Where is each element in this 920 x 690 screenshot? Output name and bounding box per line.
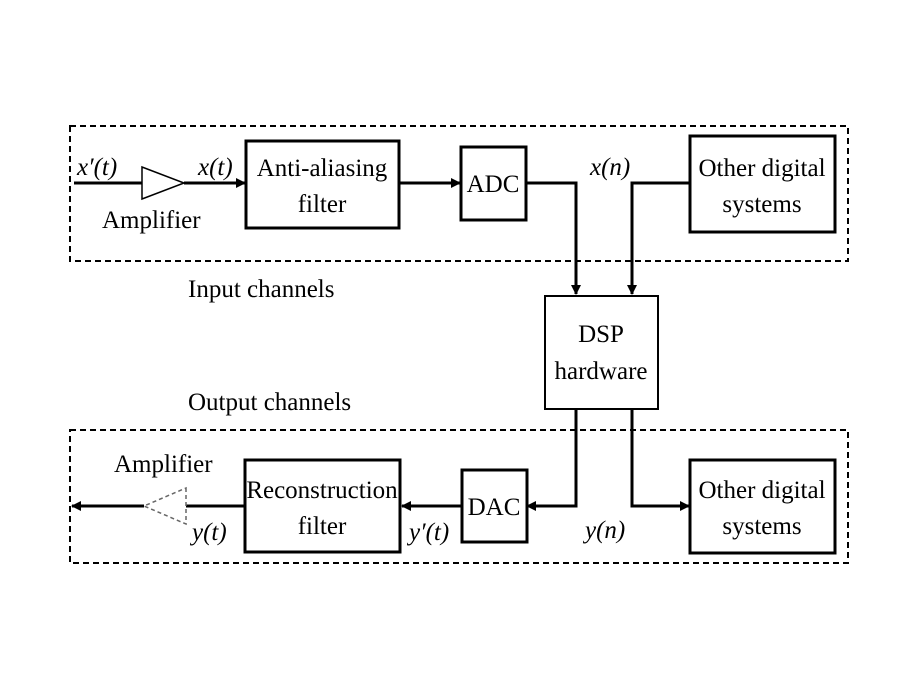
reconstruction-line1: Reconstruction	[246, 477, 398, 504]
dac-label: DAC	[468, 494, 521, 521]
other-digital-top-line2: systems	[722, 191, 801, 218]
input-channels-frame	[69, 125, 849, 262]
output-channels-frame	[69, 429, 849, 564]
amplifier-in-symbol	[141, 165, 187, 201]
dsp-hardware-block	[544, 295, 659, 410]
other-digital-systems-bottom-block	[688, 458, 837, 555]
output-channels-label: Output channels	[188, 389, 351, 416]
anti-aliasing-filter-block	[244, 139, 401, 230]
other-digital-top-line1: Other digital	[698, 155, 825, 182]
amplifier-out-symbol	[142, 486, 187, 526]
adc-label: ADC	[467, 171, 520, 198]
x-prime-t-label: x′(t)	[76, 154, 117, 181]
dsp-to-other-arrow	[630, 409, 690, 511]
other-digital-bottom-line2: systems	[722, 513, 801, 540]
y-prime-t-label: y′(t)	[406, 519, 449, 546]
other-digital-bottom-line1: Other digital	[698, 477, 825, 504]
dsp-to-dac-arrow	[526, 409, 578, 511]
anti-aliasing-line2: filter	[298, 191, 347, 218]
dsp-line2: hardware	[555, 358, 648, 385]
x-n-label: x(n)	[589, 154, 630, 181]
reconstruction-line2: filter	[298, 513, 347, 540]
adc-to-dsp-arrow	[526, 181, 581, 295]
y-n-label: y(n)	[582, 517, 625, 544]
amplifier-out-label: Amplifier	[114, 451, 213, 478]
x-t-label: x(t)	[197, 154, 233, 181]
anti-aliasing-line1: Anti-aliasing	[257, 155, 388, 182]
input-channels-label: Input channels	[188, 276, 334, 303]
amplifier-in-label: Amplifier	[102, 207, 201, 234]
dsp-line1: DSP	[578, 321, 624, 348]
other-to-dsp-arrow	[627, 181, 690, 295]
y-t-label: y(t)	[189, 519, 227, 546]
